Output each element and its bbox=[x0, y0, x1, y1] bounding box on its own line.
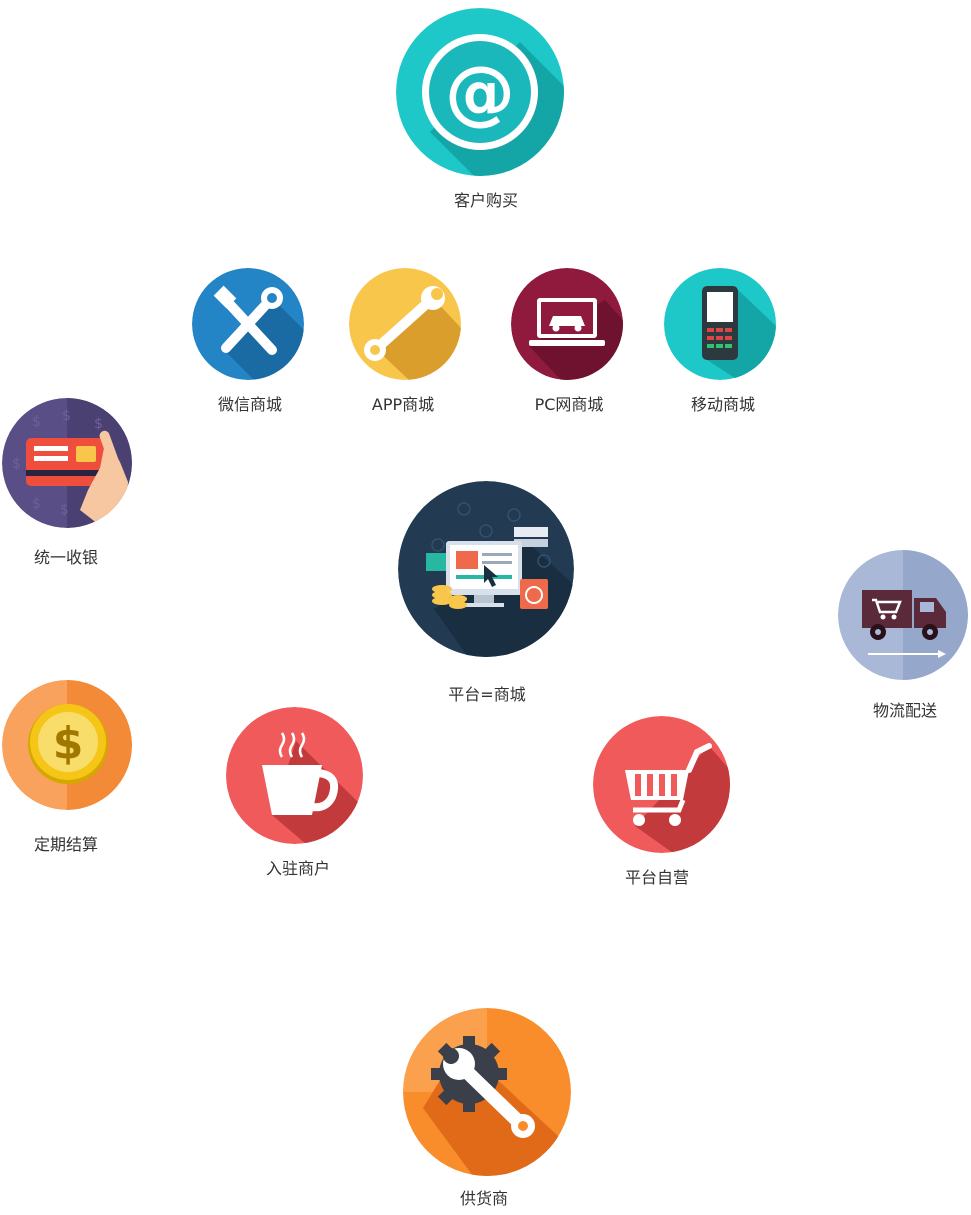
dollar-coin-icon: $ bbox=[2, 680, 132, 810]
payment-card-icon: $ $ $ $ $ $ bbox=[2, 398, 132, 528]
svg-text:$: $ bbox=[12, 456, 21, 472]
at-sign-icon: @ bbox=[396, 8, 564, 176]
node-label: 平台自营 bbox=[624, 868, 690, 887]
node-label: 统一收银 bbox=[33, 548, 99, 567]
svg-text:$: $ bbox=[53, 718, 84, 769]
node-label: 物流配送 bbox=[872, 701, 938, 720]
tools-icon bbox=[192, 268, 304, 380]
shopping-cart-icon bbox=[593, 716, 730, 853]
node-label: 微信商城 bbox=[217, 395, 283, 414]
gear-wrench-icon bbox=[403, 1008, 571, 1176]
svg-text:$: $ bbox=[32, 496, 41, 512]
node-label: 入驻商户 bbox=[265, 859, 331, 878]
svg-text:$: $ bbox=[32, 414, 41, 430]
node-label: APP商城 bbox=[371, 395, 435, 414]
node-label: 移动商城 bbox=[690, 395, 756, 414]
wrench-icon bbox=[349, 268, 461, 380]
svg-text:$: $ bbox=[94, 416, 103, 432]
node-label: 供货商 bbox=[459, 1189, 509, 1208]
node-label: 客户购买 bbox=[453, 191, 519, 210]
svg-text:$: $ bbox=[60, 502, 69, 518]
node-label: PC网商城 bbox=[534, 395, 604, 414]
coffee-cup-icon bbox=[226, 707, 363, 844]
node-label: 平台=商城 bbox=[448, 685, 526, 704]
svg-text:$: $ bbox=[62, 408, 71, 424]
delivery-truck-icon bbox=[838, 550, 968, 680]
online-shop-icon bbox=[398, 481, 574, 657]
svg-text:@: @ bbox=[445, 51, 515, 133]
laptop-car-icon bbox=[511, 268, 623, 380]
node-label: 定期结算 bbox=[33, 835, 99, 854]
mobile-phone-icon bbox=[664, 268, 776, 380]
